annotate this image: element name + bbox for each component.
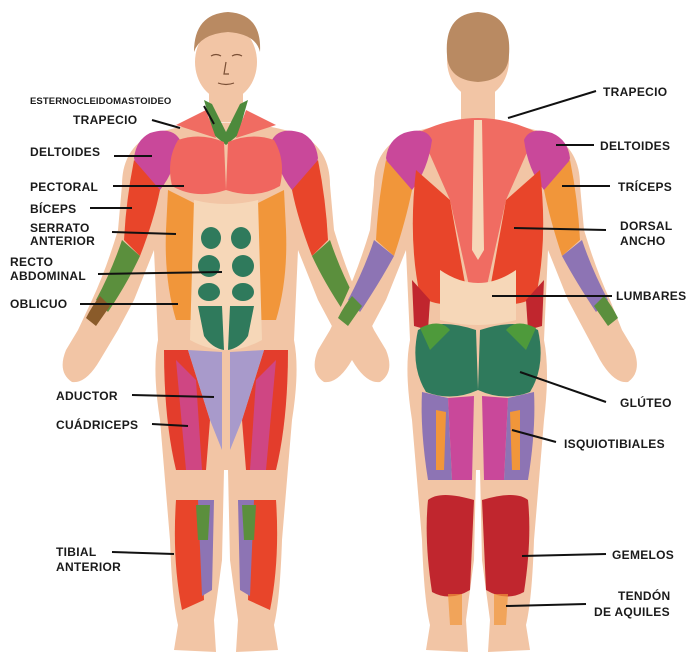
label-triceps: TRÍCEPS bbox=[618, 179, 672, 194]
leader-gemelos bbox=[522, 554, 606, 556]
leader-trapecio-back bbox=[508, 91, 596, 118]
leader-tibial bbox=[112, 552, 174, 554]
label-trapecio-back: TRAPECIO bbox=[603, 85, 667, 99]
label-dorsal-ancho: DORSAL ANCHO bbox=[620, 219, 676, 248]
label-esternocleidomastoideo: ESTERNOCLEIDOMASTOIDEO bbox=[30, 96, 171, 107]
label-oblicuo: OBLICUO bbox=[10, 297, 67, 311]
label-cuadriceps: CUÁDRICEPS bbox=[56, 417, 138, 432]
label-aductor: ADUCTOR bbox=[56, 389, 118, 403]
label-pectoral: PECTORAL bbox=[30, 180, 98, 194]
label-lumbares: LUMBARES bbox=[616, 289, 686, 303]
label-deltoides-front: DELTOIDES bbox=[30, 145, 100, 159]
leader-trapecio-front bbox=[152, 120, 180, 128]
label-gluteo: GLÚTEO bbox=[620, 395, 672, 410]
label-deltoides-back: DELTOIDES bbox=[600, 139, 670, 153]
back-figure bbox=[315, 12, 637, 652]
label-biceps: BÍCEPS bbox=[30, 201, 76, 216]
label-tibial-anterior: TIBIAL ANTERIOR bbox=[56, 545, 121, 574]
label-trapecio-front: TRAPECIO bbox=[73, 113, 137, 127]
label-tendon-aquiles: TENDÓN DE AQUILES bbox=[594, 588, 674, 619]
label-serrato-anterior: SERRATO ANTERIOR bbox=[30, 221, 95, 248]
label-gemelos: GEMELOS bbox=[612, 548, 674, 562]
label-recto-abdominal: RECTO ABDOMINAL bbox=[10, 255, 86, 283]
label-isquiotibiales: ISQUIOTIBIALES bbox=[564, 437, 665, 451]
